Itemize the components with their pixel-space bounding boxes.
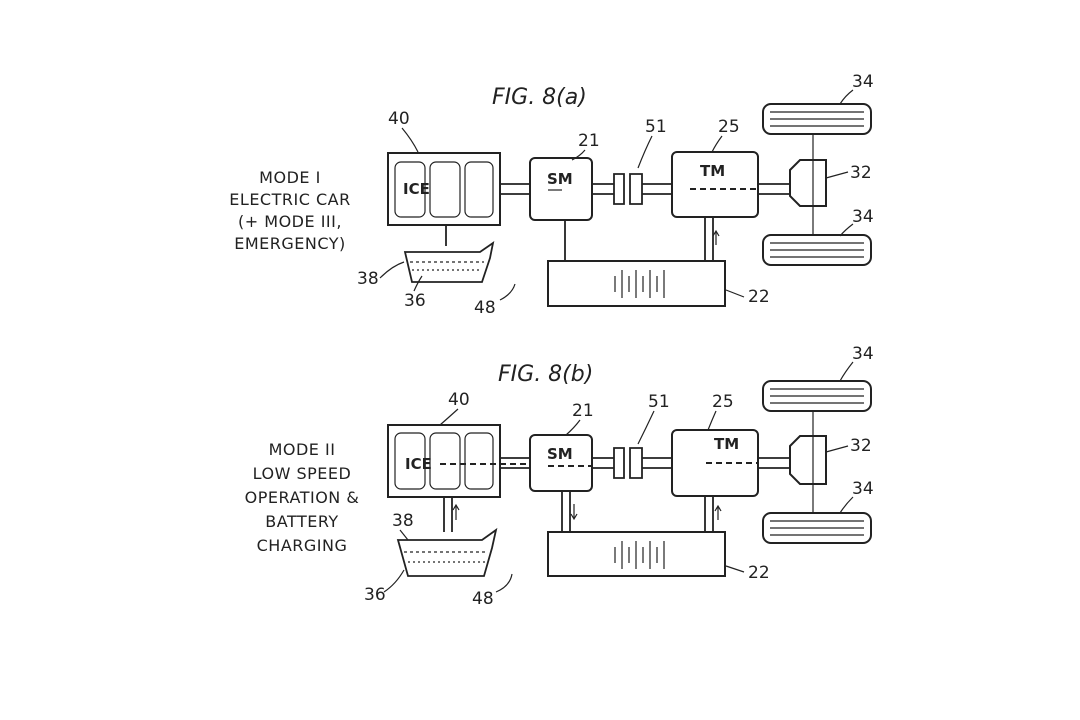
mode-line: CHARGING — [257, 536, 348, 555]
traction-motor-label: TM — [714, 435, 739, 453]
ref-fuel: 36 — [404, 291, 426, 311]
starter-motor-block: SM — [529, 157, 593, 221]
traction-motor-label: TM — [700, 162, 725, 180]
engine-label: ICE — [405, 455, 432, 473]
ref-tank: 38 — [392, 511, 414, 531]
starter-motor-label: SM — [547, 445, 573, 463]
mode-description: MODE I ELECTRIC CAR (+ MODE III, EMERGEN… — [229, 168, 350, 253]
ref-tank: 38 — [357, 269, 379, 289]
mode-line: (+ MODE III, — [238, 212, 342, 231]
wheel-top — [762, 380, 872, 412]
ref-starter-motor: 21 — [578, 131, 600, 151]
mode-line: MODE I — [259, 168, 321, 187]
ref-wheel-bottom: 34 — [852, 207, 874, 227]
figure-8a: FIG. 8(a) MODE I ELECTRIC CAR (+ MODE II… — [229, 72, 873, 318]
clutch — [613, 447, 643, 479]
ref-controller: 48 — [474, 298, 496, 318]
differential — [789, 410, 827, 515]
mode-line: BATTERY — [265, 512, 338, 531]
ref-engine: 40 — [388, 109, 410, 129]
ref-battery: 22 — [748, 287, 770, 307]
traction-motor-block: TM — [671, 151, 759, 218]
clutch — [613, 173, 643, 205]
ref-starter-motor: 21 — [572, 401, 594, 421]
mode-line: ELECTRIC CAR — [229, 190, 350, 209]
mode-description: MODE II LOW SPEED OPERATION & BATTERY CH… — [245, 440, 360, 555]
ref-wheel-top: 34 — [852, 72, 874, 92]
ref-wheel-bottom: 34 — [852, 479, 874, 499]
fuel-tank — [396, 527, 498, 577]
wheel-bottom — [762, 234, 872, 266]
figure-title: FIG. 8(b) — [498, 362, 593, 387]
ref-fuel: 36 — [364, 585, 386, 605]
engine-block: ICE — [387, 152, 501, 226]
mode-line: LOW SPEED — [253, 464, 352, 483]
figure-8b: FIG. 8(b) MODE II LOW SPEED OPERATION & … — [245, 344, 874, 609]
fuel-tank — [403, 225, 495, 283]
wheel-bottom — [762, 512, 872, 544]
ref-differential: 32 — [850, 436, 872, 456]
battery-pack — [547, 260, 726, 307]
traction-motor-block: TM — [671, 429, 759, 497]
wheel-top — [762, 103, 872, 135]
engine-block: ICE — [387, 424, 530, 498]
mode-line: EMERGENCY) — [234, 234, 346, 253]
differential — [789, 130, 827, 245]
starter-motor-label: SM — [547, 170, 573, 188]
ref-traction-motor: 25 — [718, 117, 740, 137]
mode-line: OPERATION & — [245, 488, 360, 507]
starter-motor-block: SM — [529, 434, 593, 492]
ref-battery: 22 — [748, 563, 770, 583]
ref-clutch: 51 — [645, 117, 667, 137]
ref-traction-motor: 25 — [712, 392, 734, 412]
engine-label: ICE — [403, 180, 430, 198]
figure-title: FIG. 8(a) — [492, 85, 587, 110]
ref-clutch: 51 — [648, 392, 670, 412]
ref-engine: 40 — [448, 390, 470, 410]
ref-wheel-top: 34 — [852, 344, 874, 364]
ref-differential: 32 — [850, 163, 872, 183]
battery-pack — [547, 531, 726, 577]
mode-line: MODE II — [269, 440, 336, 459]
ref-controller: 48 — [472, 589, 494, 609]
